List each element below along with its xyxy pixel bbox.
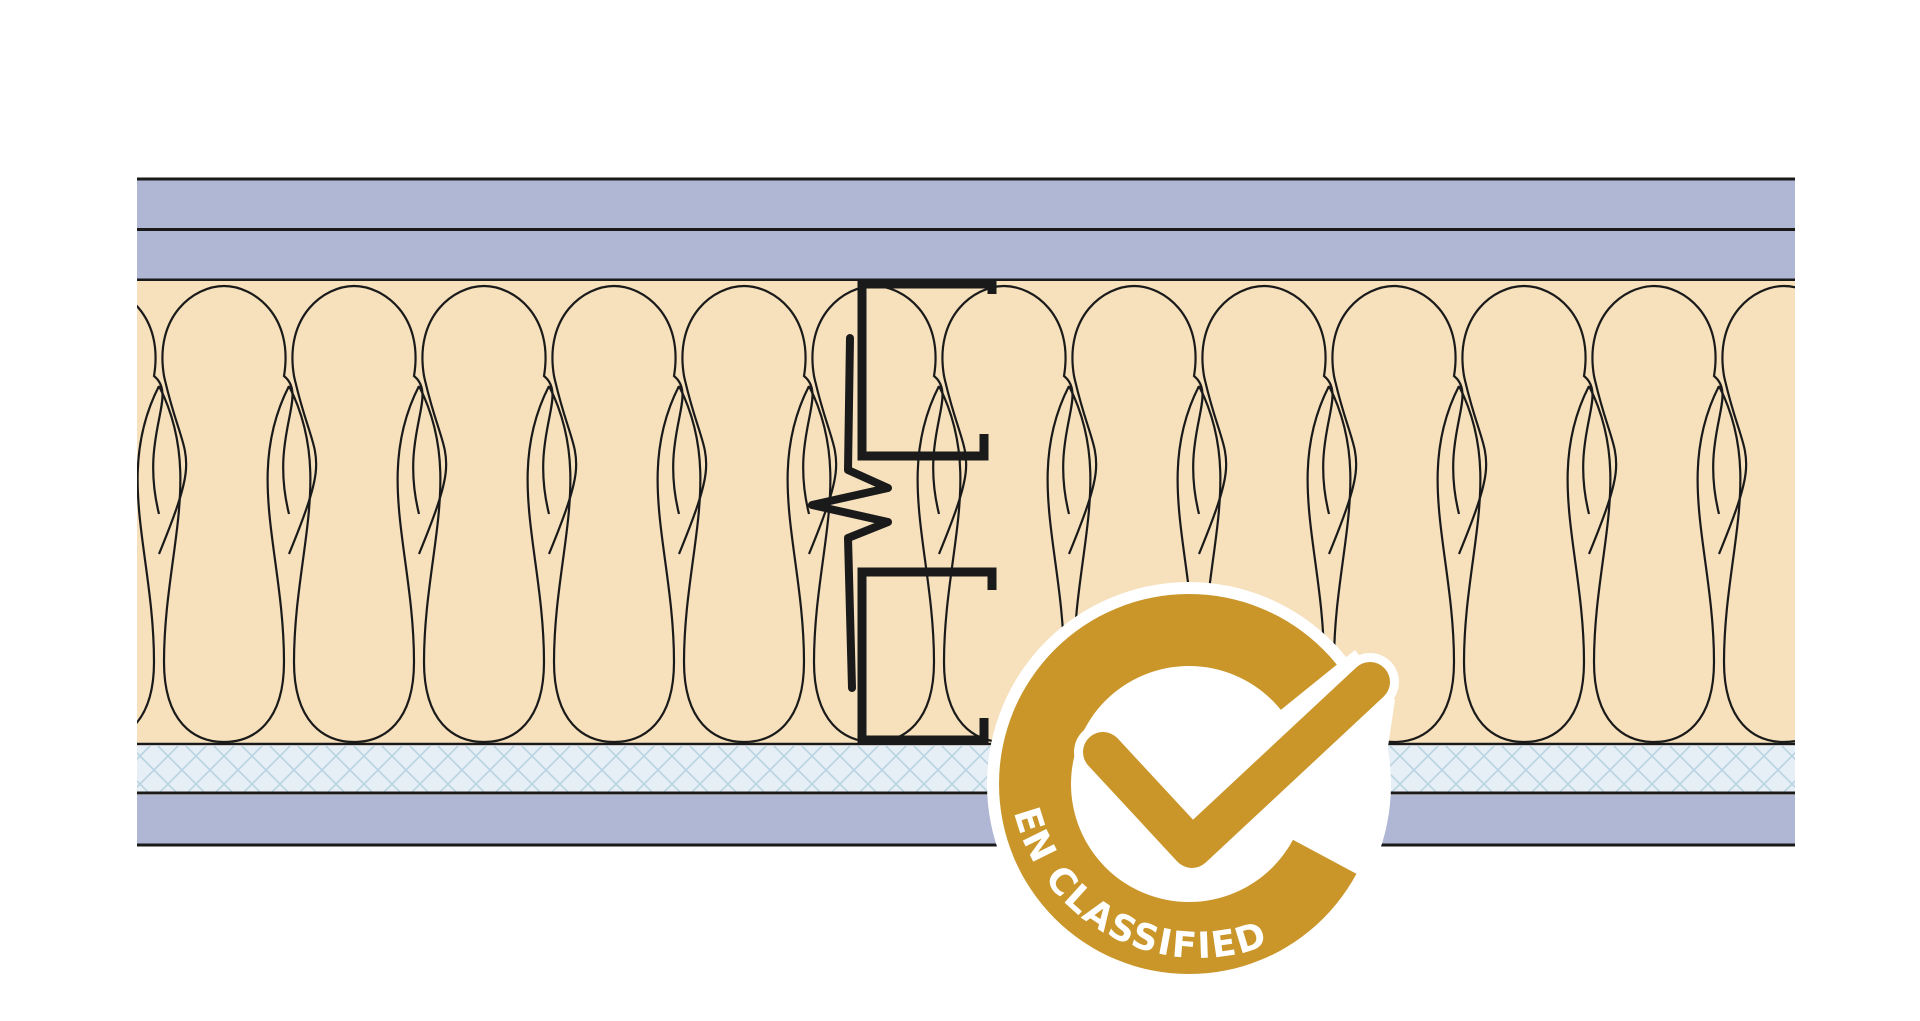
wool-fibre-lower — [288, 385, 420, 744]
wool-fibre-upper — [1717, 284, 1795, 555]
wool-fibre-upper — [417, 284, 554, 555]
wool-fibre-lower — [158, 385, 290, 744]
wool-fibre-lower — [1849, 386, 1920, 742]
resilient-bar — [808, 334, 892, 692]
wool-fibre-lower — [548, 385, 680, 744]
steel-c-stud-upper — [857, 279, 997, 461]
wool-fibre-upper — [547, 284, 684, 555]
steel-c-stud-lower — [857, 567, 997, 745]
wool-fibre-upper — [137, 304, 164, 515]
wool-fibre-lower — [418, 385, 550, 744]
wool-fibre-lower — [1718, 385, 1795, 744]
bottom-board — [137, 795, 1795, 845]
wool-fibre-upper — [1457, 284, 1594, 555]
wool-fibre-upper — [1197, 284, 1334, 555]
wool-fibre-upper — [937, 284, 1074, 555]
wool-fibre-upper — [1067, 284, 1204, 555]
wool-fibre-upper — [1587, 284, 1724, 555]
top-board-inner — [137, 230, 1795, 280]
wool-fibre-upper — [677, 284, 814, 555]
wool-fibre-lower — [137, 385, 160, 725]
wool-fibre-lower — [1588, 385, 1720, 744]
en-classified-badge: EN CLASSIFIED — [987, 582, 1399, 986]
insulation-layer — [137, 281, 1795, 744]
wool-fibre-upper — [287, 284, 424, 555]
wool-fibre-upper — [157, 284, 294, 555]
wool-fibre-upper — [1327, 284, 1464, 555]
mineral-wool-pattern — [0, 284, 1920, 744]
wool-fibre-upper — [0, 286, 33, 554]
wool-fibre-lower — [678, 385, 810, 744]
top-board-outer — [137, 179, 1795, 229]
mesh-layer — [137, 746, 1795, 792]
wool-fibre-lower — [1458, 385, 1590, 744]
wool-fibre-lower — [1328, 385, 1460, 744]
